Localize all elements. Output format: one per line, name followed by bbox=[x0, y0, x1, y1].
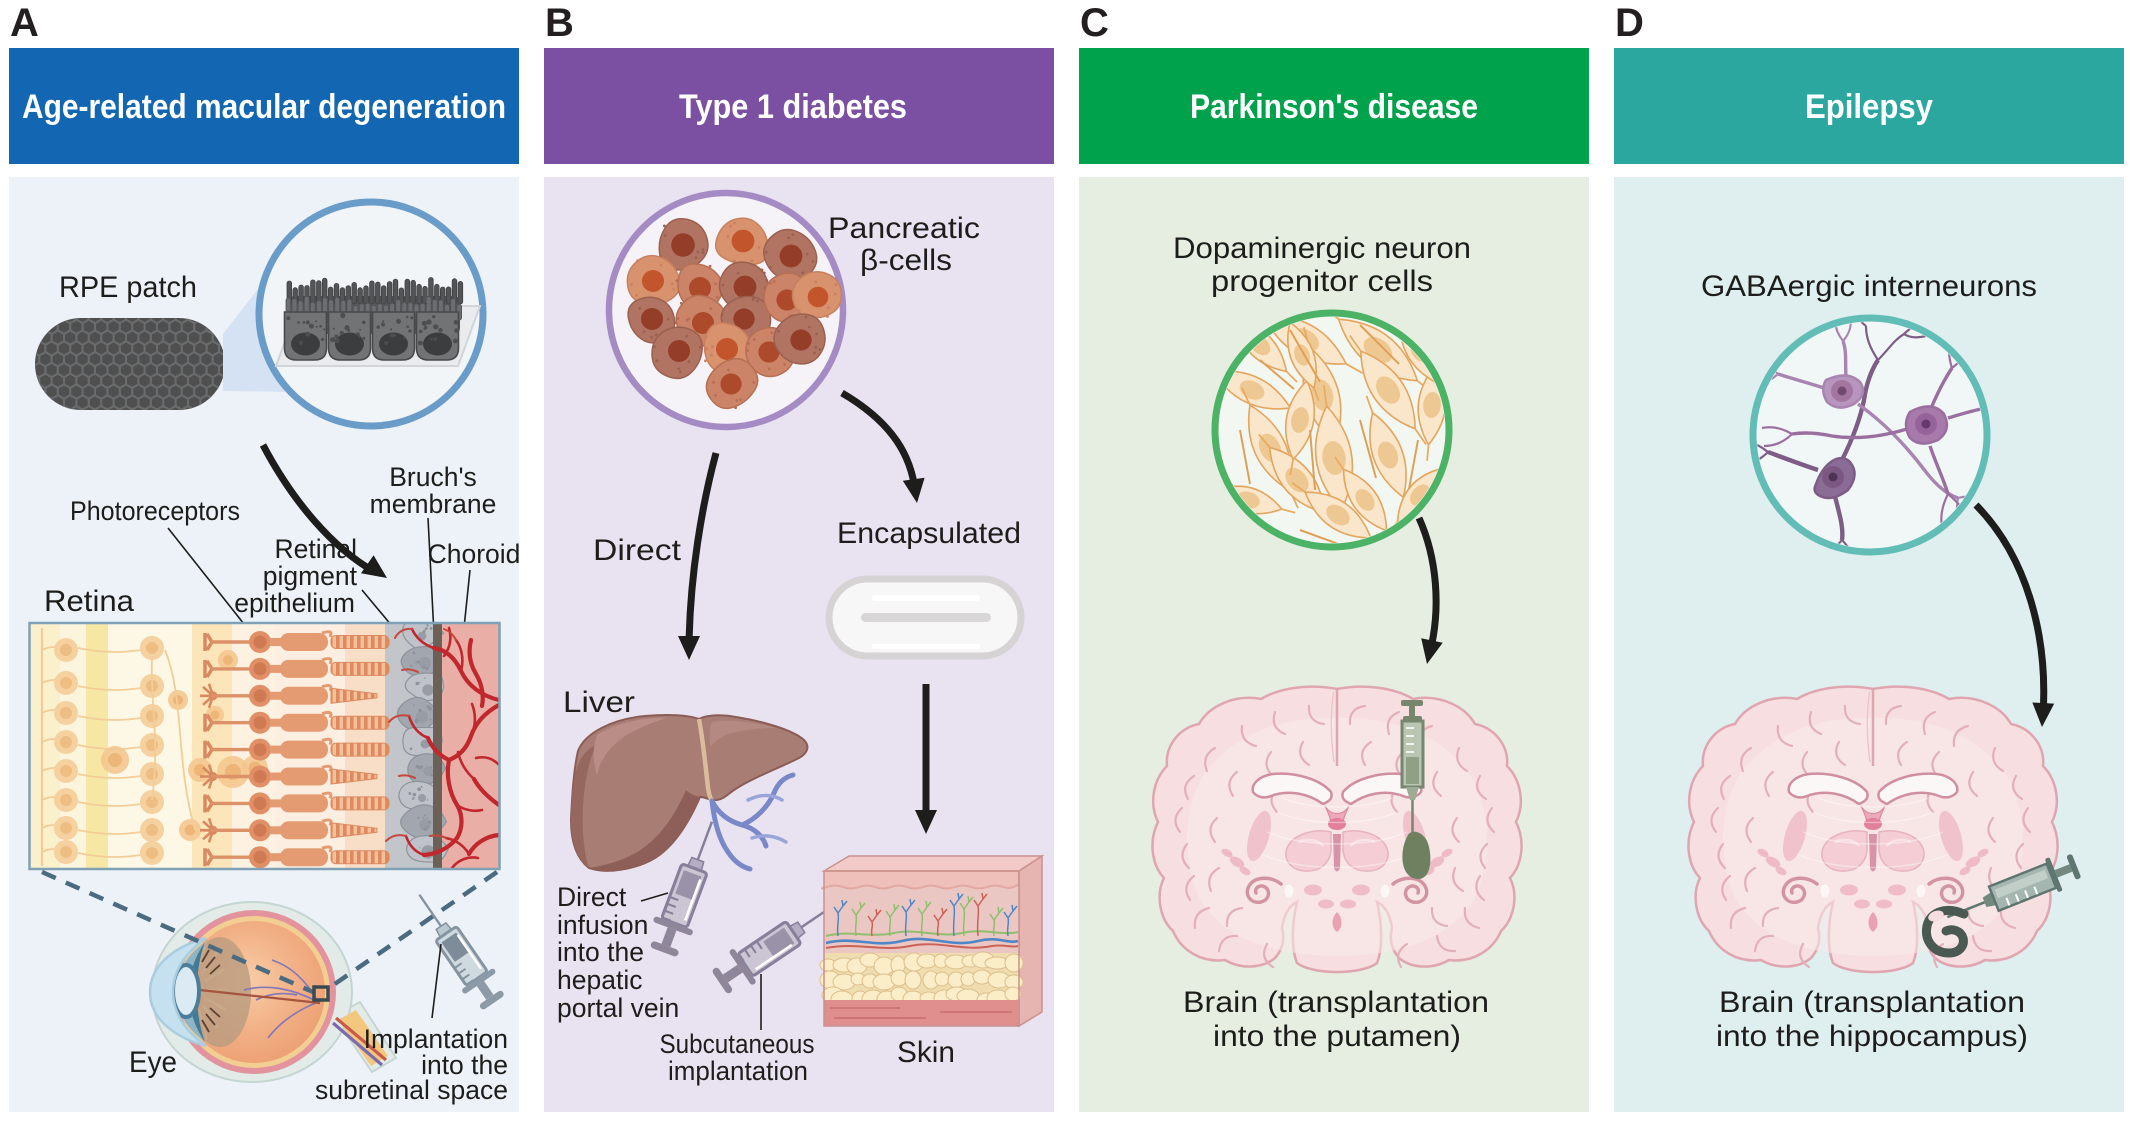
svg-text:hepatic: hepatic bbox=[557, 965, 642, 995]
svg-text:infusion: infusion bbox=[557, 910, 648, 940]
svg-text:A: A bbox=[10, 1, 39, 45]
svg-text:Subcutaneous: Subcutaneous bbox=[660, 1029, 815, 1059]
svg-text:Liver: Liver bbox=[563, 686, 635, 719]
svg-text:RPE patch: RPE patch bbox=[59, 271, 197, 304]
svg-text:Retinal: Retinal bbox=[275, 534, 358, 564]
svg-text:subretinal space: subretinal space bbox=[315, 1075, 508, 1105]
svg-text:Encapsulated: Encapsulated bbox=[837, 517, 1021, 550]
svg-text:C: C bbox=[1080, 1, 1109, 45]
svg-text:into the putamen): into the putamen) bbox=[1213, 1020, 1461, 1053]
svg-text:Type 1 diabetes: Type 1 diabetes bbox=[679, 88, 907, 126]
svg-text:Age-related macular degenerati: Age-related macular degeneration bbox=[22, 88, 506, 126]
svg-text:membrane: membrane bbox=[370, 489, 497, 519]
svg-text:GABAergic interneurons: GABAergic interneurons bbox=[1701, 270, 2037, 303]
svg-text:Epilepsy: Epilepsy bbox=[1805, 88, 1933, 126]
svg-text:Photoreceptors: Photoreceptors bbox=[70, 496, 240, 526]
svg-text:B: B bbox=[545, 1, 574, 45]
svg-text:Retina: Retina bbox=[44, 585, 134, 618]
svg-text:Dopaminergic neuron: Dopaminergic neuron bbox=[1173, 232, 1471, 265]
svg-text:Skin: Skin bbox=[897, 1036, 955, 1069]
svg-text:D: D bbox=[1615, 1, 1644, 45]
svg-text:into the: into the bbox=[557, 937, 644, 967]
svg-text:into the hippocampus): into the hippocampus) bbox=[1716, 1020, 2028, 1053]
svg-text:Parkinson's disease: Parkinson's disease bbox=[1190, 88, 1478, 126]
svg-text:progenitor cells: progenitor cells bbox=[1211, 265, 1433, 298]
svg-text:epithelium: epithelium bbox=[234, 588, 355, 618]
svg-text:pigment: pigment bbox=[263, 561, 358, 591]
svg-text:Choroid: Choroid bbox=[428, 539, 521, 569]
svg-text:portal vein: portal vein bbox=[557, 993, 679, 1023]
svg-text:Bruch's: Bruch's bbox=[389, 462, 477, 492]
svg-text:Direct: Direct bbox=[593, 534, 682, 567]
svg-text:Direct: Direct bbox=[557, 882, 627, 912]
svg-text:Pancreatic: Pancreatic bbox=[828, 212, 980, 245]
svg-text:Eye: Eye bbox=[129, 1046, 177, 1079]
svg-text:Implantation: Implantation bbox=[364, 1024, 508, 1054]
svg-text:Brain (transplantation: Brain (transplantation bbox=[1183, 986, 1489, 1019]
svg-text:implantation: implantation bbox=[668, 1056, 808, 1086]
svg-text:β-cells: β-cells bbox=[860, 244, 952, 277]
svg-text:into the: into the bbox=[421, 1050, 508, 1080]
svg-text:Brain (transplantation: Brain (transplantation bbox=[1719, 986, 2025, 1019]
